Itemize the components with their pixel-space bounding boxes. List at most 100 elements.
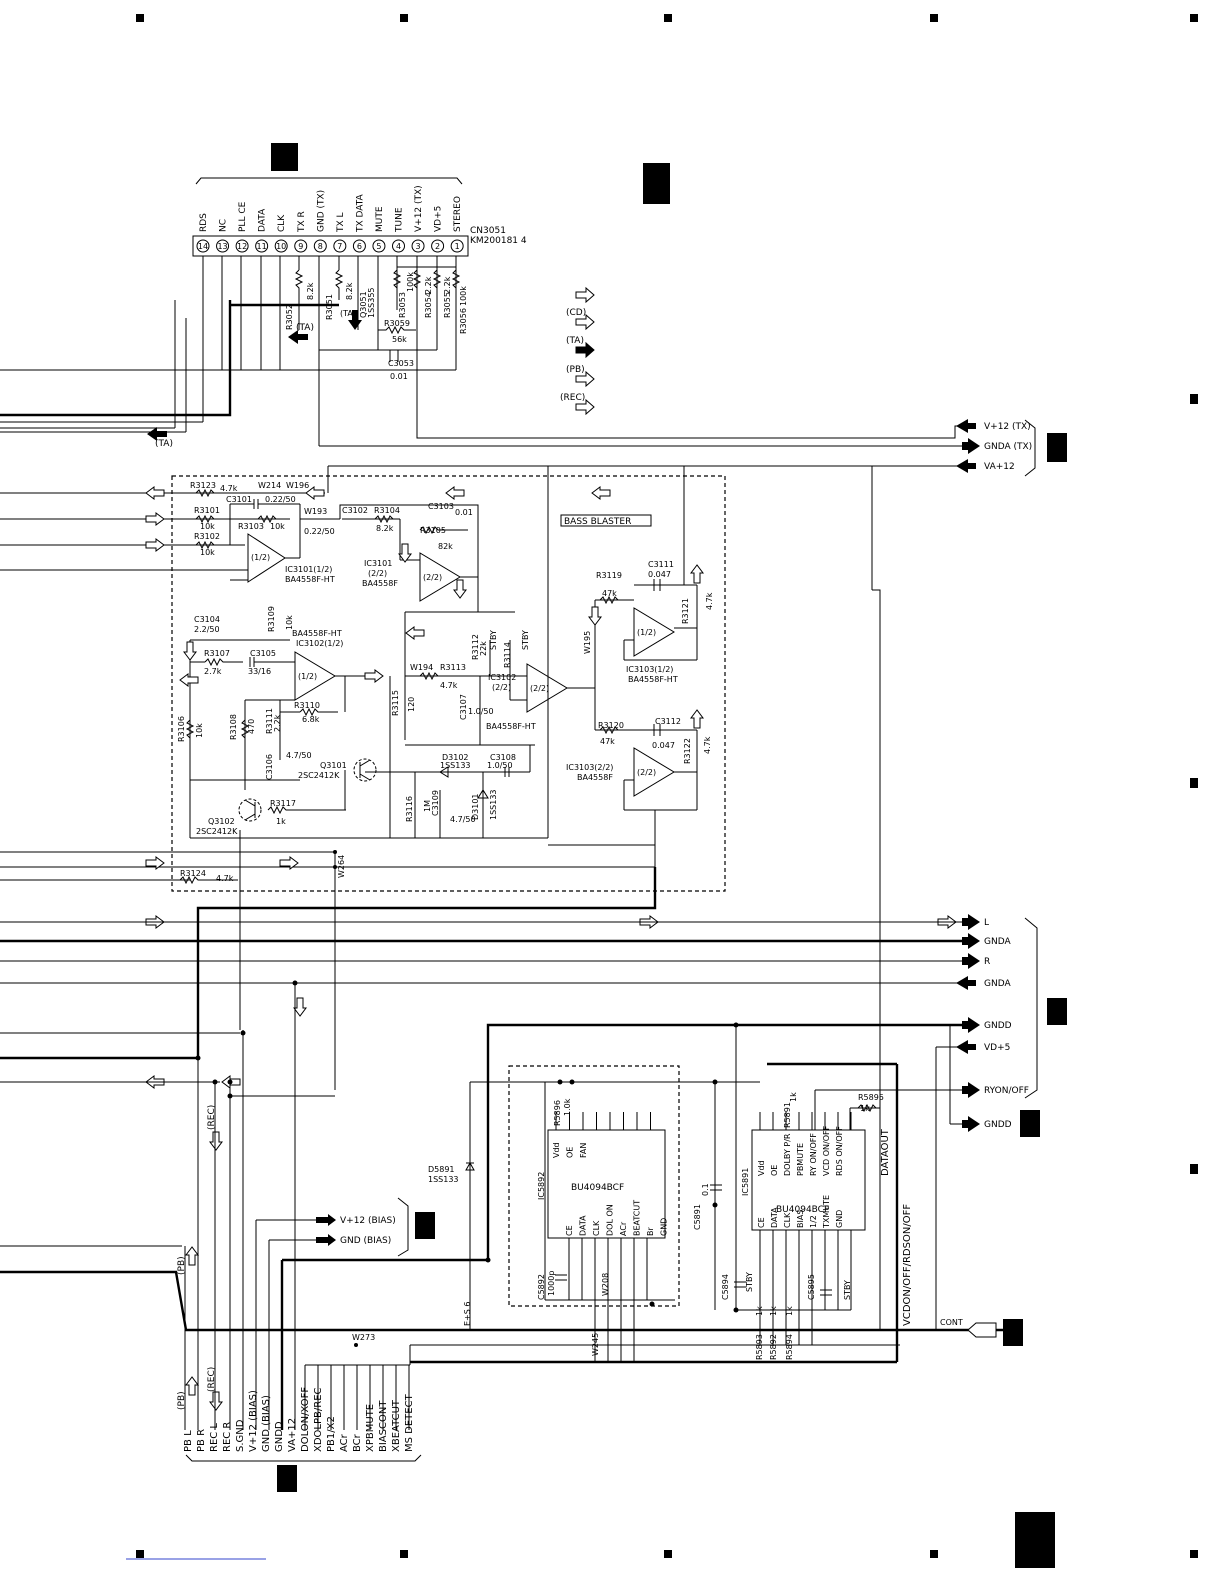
- cn3051-pin-number: 8: [318, 242, 323, 251]
- cn3051-pin-circle: [431, 239, 445, 253]
- q3101-label: Q3101: [320, 761, 347, 770]
- bottom-connector-pin-label: REC R: [222, 1422, 233, 1452]
- q3101-part: 2SC2412K: [298, 771, 340, 780]
- cn3051-pin-number: 11: [257, 242, 267, 251]
- cn3051-pin-circle: [255, 239, 269, 253]
- c3105-value: 33/16: [248, 667, 271, 676]
- bottom-connector-pin-label: S.GND: [235, 1419, 246, 1452]
- ic5891-pin-name: TXMUTE: [822, 1195, 831, 1229]
- c5894-stby: STBY: [745, 1272, 754, 1292]
- bass-blaster-title: BASS BLASTER: [564, 517, 631, 527]
- r5891-value: 1k: [789, 1092, 798, 1102]
- cn3051-pin-circle: [392, 239, 405, 253]
- legend-arrow: [575, 370, 595, 388]
- c3107-label: C3107: [459, 694, 468, 720]
- c3106-label: C3106: [265, 754, 274, 780]
- bottom-connector-pin-label: GND (BIAS): [261, 1395, 272, 1452]
- ic3103-half1: (1/2): [637, 628, 656, 637]
- ic3101a-part: BA4558F-HT: [285, 575, 335, 584]
- r5894-value: 1k: [785, 1306, 794, 1316]
- r3105-value: 82k: [438, 542, 453, 551]
- c3053-label: C3053: [388, 359, 414, 368]
- bottom-connector-pin-label: PB L: [183, 1430, 194, 1452]
- cn3051-pin-number: 6: [357, 242, 362, 251]
- legend-label: (TA): [566, 336, 584, 346]
- registration-marks: [136, 14, 1198, 1558]
- r3059-value: 56k: [392, 335, 407, 344]
- ic3103b-part: BA4558F: [577, 773, 613, 782]
- cn3051-pin-name: CLK: [277, 214, 287, 232]
- c3107-value: 1.0/50: [468, 707, 494, 716]
- r3107-value: 2.7k: [204, 667, 222, 676]
- r3109-value: 10k: [285, 615, 294, 630]
- ic3103a-label: IC3103(1/2): [626, 665, 673, 674]
- ic5892-pin-name: DOL ON: [606, 1204, 615, 1236]
- lower-wiring: [0, 850, 1003, 1430]
- r3113-value: 4.7k: [440, 681, 458, 690]
- ic3102-half1: (1/2): [298, 672, 317, 681]
- cont-connector: CONT: [940, 1318, 997, 1338]
- c3108-label: C3108: [490, 753, 516, 762]
- c3053-value: 0.01: [390, 372, 408, 381]
- bottom-connector-pin-label: MS DETECT: [404, 1393, 415, 1452]
- r3108-value: 470: [247, 719, 256, 734]
- ic5892-pin-name: FAN: [579, 1143, 588, 1158]
- q3051-label: Q3051: [359, 291, 368, 318]
- signal-flow-arrows: [145, 486, 957, 1411]
- legend-label: (PB): [566, 365, 585, 375]
- r3120-label: R3120: [598, 721, 624, 730]
- bottom-connector-pin-label: ACr: [339, 1433, 350, 1452]
- bottom-connector-pin-label: BCr: [352, 1433, 363, 1452]
- w193-value: 0.22/50: [304, 527, 335, 536]
- r5895-label: R5895: [858, 1093, 884, 1102]
- bottom-connector-pin-label: DOLON/XOFF: [300, 1387, 311, 1452]
- cn3051-pin-circle: [313, 239, 327, 253]
- w196-label: W196: [286, 481, 309, 490]
- ic5891-pin-name: DATA: [770, 1207, 779, 1228]
- cn3051-pin-number: 9: [298, 242, 303, 251]
- ic5891-part: BU4094BCF: [776, 1205, 829, 1215]
- ic3102b-part: BA4558F-HT: [486, 722, 536, 731]
- cn3051-pin-circle: [196, 239, 210, 253]
- ta-label-mid: (TA): [296, 323, 314, 333]
- r5894-label: R5894: [785, 1334, 794, 1360]
- c5895-stby: STBY: [843, 1280, 852, 1300]
- top-component-labels: R3052 8.2k R3051 8.2k Q3051 1SS355 R3053…: [285, 272, 468, 381]
- ic5891-pin-name: RDS ON/OFF: [835, 1126, 844, 1176]
- bottom-connector-pin-label: REC L: [209, 1423, 220, 1452]
- es6-label: E+S 6: [463, 1302, 472, 1326]
- cn3051-pin-name: TX R: [297, 211, 307, 233]
- d3101-label: D3101: [471, 793, 480, 820]
- connector-pin-label: VA+12: [984, 462, 1015, 472]
- reference-blocks: [126, 143, 1067, 1568]
- bottom-rec-label: (REC): [207, 1367, 217, 1392]
- bottom-connector-pin-label: PB R: [196, 1429, 207, 1452]
- w194-label: W194: [410, 663, 433, 672]
- w193-label: W193: [304, 507, 327, 516]
- cn3051-pin-circle: [450, 239, 464, 253]
- cn3051-pin-number: 10: [276, 242, 286, 251]
- cn3051-pin-number: 2: [435, 242, 440, 251]
- r3110-label: R3110: [294, 701, 320, 710]
- r3110-value: 6.8k: [302, 715, 320, 724]
- r3114-stby: STBY: [521, 630, 530, 650]
- r3054-label: R3054: [424, 292, 433, 318]
- ta-label-left: (TA): [155, 439, 173, 449]
- r3055-label: R3055: [443, 292, 452, 318]
- r3109-label: R3109: [267, 606, 276, 632]
- ic5891-pin-name: CLK: [783, 1212, 792, 1228]
- connector-pin-label: GNDA: [984, 979, 1011, 989]
- ic5892-pin-name: GND: [660, 1218, 669, 1236]
- cn3051-pin-name: DATA: [258, 208, 268, 232]
- c3109-value: 4.7/50: [450, 815, 476, 824]
- bass-blaster-labels: R3123 4.7k W214 W196 C3101 0.22/50 R3101…: [177, 481, 714, 883]
- cn3051-pin-circle: [216, 239, 230, 253]
- r5891-label: R5891: [783, 1102, 792, 1128]
- r3117-label: R3117: [270, 799, 296, 808]
- side-pb-label: (PB): [177, 1256, 187, 1275]
- r3120-value: 47k: [600, 737, 615, 746]
